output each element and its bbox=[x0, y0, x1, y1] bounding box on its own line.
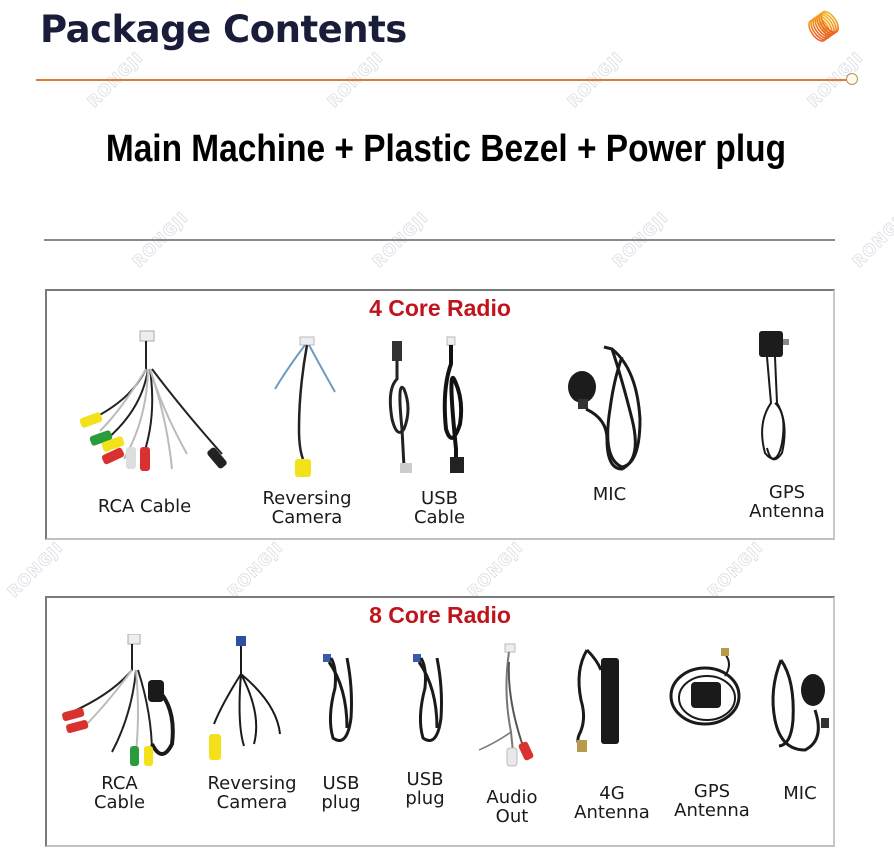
item-gps-antenna: GPS Antenna bbox=[727, 323, 837, 533]
divider-end-circle bbox=[846, 73, 858, 85]
main-contents-subtitle: Main Machine + Plastic Bezel + Power plu… bbox=[105, 128, 786, 170]
item-gps-antenna: GPS Antenna bbox=[667, 646, 752, 846]
watermark: RONGJI bbox=[223, 537, 287, 602]
item-label: Reversing Camera bbox=[207, 773, 297, 813]
watermark: RONGJI bbox=[848, 207, 894, 272]
gps-antenna-icon bbox=[669, 648, 741, 726]
item-label: RCA Cable bbox=[97, 496, 192, 517]
page-title: Package Contents bbox=[40, 8, 407, 51]
section-4-core-radio: 4 Core Radio RCA Cable bbox=[45, 289, 835, 540]
item-label: USB plug bbox=[405, 769, 445, 809]
item-label: USB plug bbox=[321, 773, 361, 813]
rca-cable-icon bbox=[79, 330, 227, 471]
item-usb-plug: USB plug bbox=[405, 648, 467, 848]
item-mic: MIC bbox=[552, 329, 672, 529]
item-label: Reversing Camera bbox=[262, 488, 352, 528]
item-label: 4G Antenna bbox=[574, 783, 650, 823]
orange-coil-logo-icon bbox=[802, 4, 846, 48]
item-usb-plug: USB plug bbox=[317, 648, 377, 848]
section-title: 8 Core Radio bbox=[369, 602, 511, 628]
item-reversing-camera: Reversing Camera bbox=[192, 634, 302, 834]
item-audio-out: Audio Out bbox=[467, 642, 547, 842]
usb-cable-icon bbox=[388, 336, 464, 473]
rca-cable-icon bbox=[62, 634, 175, 766]
watermark: RONGJI bbox=[463, 537, 527, 602]
item-label: GPS Antenna bbox=[749, 482, 825, 522]
header-divider bbox=[36, 79, 848, 81]
item-label: USB Cable bbox=[413, 488, 466, 528]
usb-plug-icon bbox=[413, 654, 443, 742]
microphone-icon bbox=[771, 659, 829, 752]
microphone-icon bbox=[568, 345, 642, 471]
subtitle-divider bbox=[44, 239, 835, 241]
item-rca-cable: RCA Cable bbox=[52, 634, 177, 834]
item-label: Audio Out bbox=[486, 787, 538, 827]
item-mic: MIC bbox=[765, 650, 835, 850]
item-label: GPS Antenna bbox=[674, 781, 750, 821]
item-rca-cable: RCA Cable bbox=[62, 329, 227, 529]
item-label: MIC bbox=[592, 484, 627, 505]
item-4g-antenna: 4G Antenna bbox=[567, 640, 657, 840]
item-usb-cable: USB Cable bbox=[382, 329, 492, 529]
item-label: MIC bbox=[783, 783, 817, 804]
gps-antenna-icon bbox=[759, 331, 789, 461]
audio-out-cable-icon bbox=[478, 643, 534, 767]
4g-antenna-icon bbox=[576, 648, 619, 752]
item-reversing-camera: Reversing Camera bbox=[247, 329, 367, 529]
usb-plug-icon bbox=[323, 654, 353, 742]
section-title: 4 Core Radio bbox=[369, 295, 511, 321]
section-8-core-radio: 8 Core Radio RCA Cable bbox=[45, 596, 835, 847]
item-label: RCA Cable bbox=[93, 773, 146, 813]
reversing-camera-cable-icon bbox=[209, 636, 281, 760]
reversing-camera-cable-icon bbox=[274, 336, 336, 477]
watermark: RONGJI bbox=[3, 537, 67, 602]
watermark: RONGJI bbox=[703, 537, 767, 602]
